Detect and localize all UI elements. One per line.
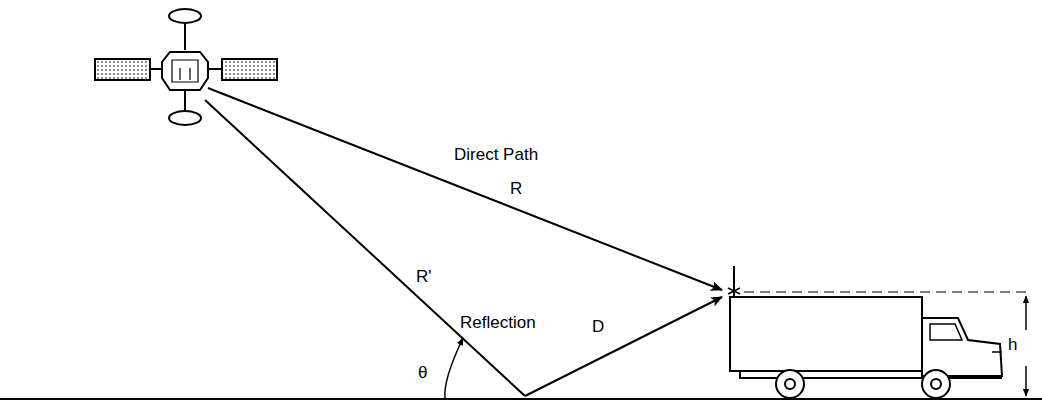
reflected-ray-line	[205, 100, 525, 396]
dimension-arrow	[1025, 296, 1027, 330]
distance-label: R'	[414, 268, 434, 287]
distance-label: R	[508, 180, 524, 199]
dimension-line	[744, 292, 1032, 293]
truck	[728, 266, 1002, 398]
path-label: Reflection	[458, 314, 538, 333]
reflected-ray-line	[525, 297, 722, 396]
distance-label: D	[590, 318, 606, 337]
height-label: h	[1006, 336, 1019, 355]
angle-arc	[445, 338, 463, 398]
ground-line	[0, 398, 1042, 400]
direct-path-line	[208, 88, 722, 290]
satellite	[95, 9, 277, 125]
angle-label: θ	[416, 364, 429, 383]
path-label: Direct Path	[452, 146, 540, 165]
dimension-arrow	[1025, 366, 1027, 396]
